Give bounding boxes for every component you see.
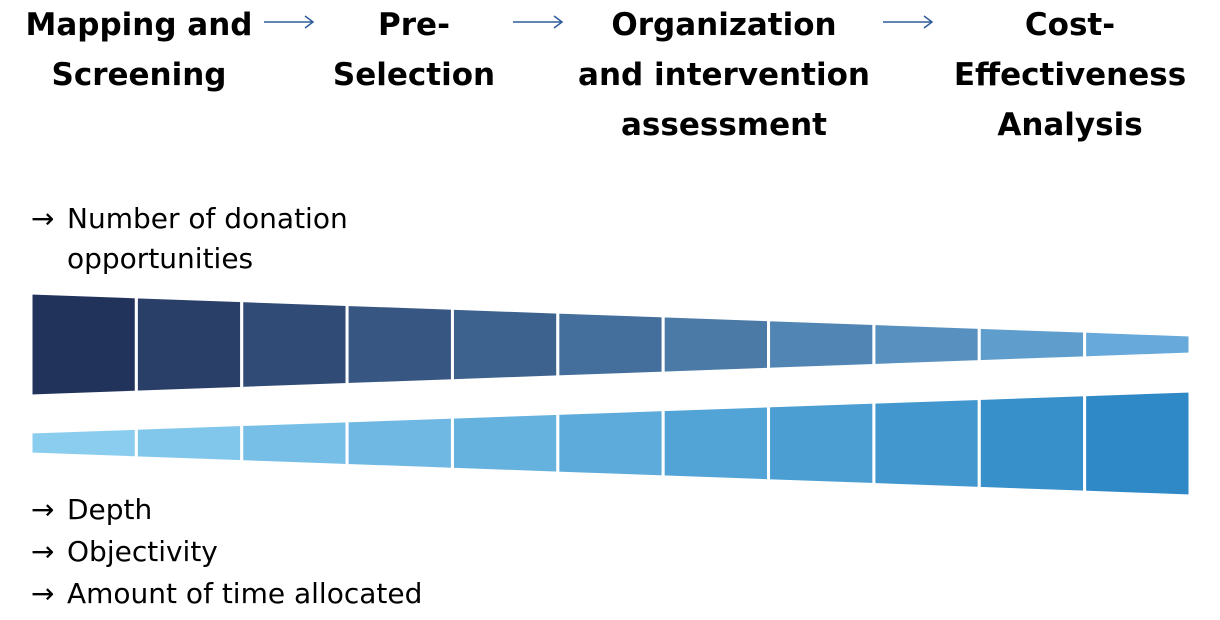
funnel-top-segment: [240, 299, 349, 390]
stage-label-line: Selection: [332, 57, 496, 93]
funnel-top-segment: [661, 314, 771, 375]
stage-mapping-screening: Mapping and Screening: [0, 0, 289, 100]
right-arrow-icon: →: [31, 535, 55, 568]
funnel-bottom-segment: [450, 411, 560, 475]
right-arrow-icon: →: [31, 493, 55, 526]
funnel-top-segment: [767, 318, 876, 371]
stage-organization-assessment: Organization and intervention assessment: [574, 0, 874, 150]
stage-label-line: Mapping and: [25, 7, 253, 43]
funnel-bottom-segment: [134, 422, 244, 464]
stage-cost-effectiveness: Cost- Effectiveness Analysis: [920, 0, 1220, 150]
funnel-top-segment: [556, 310, 665, 379]
funnel-top-segment: [345, 302, 454, 387]
right-arrow-icon: →: [31, 202, 55, 235]
stage-label-line: assessment: [621, 107, 827, 143]
funnel-top-segment: [872, 321, 981, 368]
stage-label-line: Effectiveness: [953, 57, 1187, 93]
note-donation-opportunities: → Number of donation opportunities: [31, 199, 348, 279]
note-text: Number of donation: [67, 202, 348, 235]
note-depth: → Depth: [31, 490, 152, 530]
stage-pre-selection: Pre- Selection: [264, 0, 564, 100]
stage-label-line: Screening: [51, 57, 227, 93]
stage-label-line: and intervention: [578, 57, 870, 93]
funnel-bottom-segment: [240, 419, 349, 468]
note-text: Objectivity: [67, 535, 218, 568]
funnel-top-segment: [977, 325, 1087, 364]
funnel-top-segment: [1083, 329, 1190, 360]
funnel-bottom-segment: [31, 426, 138, 460]
flow-arrow-icon: [882, 12, 934, 32]
note-objectivity: → Objectivity: [31, 532, 218, 572]
funnel-bottom-segment: [1083, 390, 1190, 498]
funnel-bottom-segment: [556, 408, 665, 479]
funnel-decreasing: [31, 292, 1190, 398]
funnel-bottom-segment: [661, 404, 771, 483]
funnel-top-segment: [134, 295, 244, 394]
right-arrow-icon: →: [31, 577, 55, 610]
funnel-bottom-segment: [872, 396, 981, 490]
flow-arrow-icon: [263, 12, 315, 32]
funnel-top-segment: [31, 292, 138, 398]
stage-label-line: Organization: [611, 7, 837, 43]
stage-label-line: Analysis: [997, 107, 1143, 143]
note-text: Amount of time allocated: [67, 577, 423, 610]
stage-label-line: Cost-: [1024, 7, 1116, 43]
funnel-bottom-segment: [767, 400, 876, 487]
note-time-allocated: → Amount of time allocated: [31, 574, 422, 614]
stage-label-line: Pre-: [378, 7, 450, 43]
funnel-bottom-segment: [345, 415, 454, 471]
funnel-increasing: [31, 390, 1190, 498]
funnel-top-segment: [450, 306, 560, 383]
note-text: Depth: [67, 493, 153, 526]
note-text: opportunities: [67, 242, 254, 275]
funnel-bottom-segment: [977, 393, 1087, 494]
flow-arrow-icon: [512, 12, 564, 32]
